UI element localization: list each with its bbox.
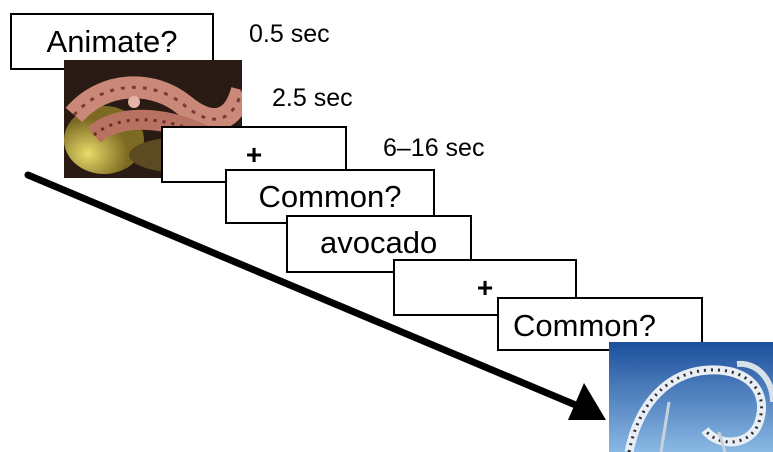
- prompt-duration-label: 0.5 sec: [249, 20, 330, 48]
- roller-coaster-photo: [609, 342, 773, 452]
- snake-photo: [64, 60, 242, 178]
- common-prompt-label-1: Common?: [258, 179, 402, 214]
- fixation-cross-2: +: [476, 271, 494, 303]
- fixation-cross-1: +: [245, 138, 263, 170]
- common-prompt-frame-1: Common?: [225, 169, 435, 224]
- fixation-duration-label: 6–16 sec: [383, 134, 485, 162]
- common-prompt-label-2: Common?: [513, 308, 656, 343]
- animate-prompt-label: Animate?: [46, 24, 178, 59]
- stimulus-duration-label: 2.5 sec: [272, 84, 353, 112]
- word-stimulus-label: avocado: [320, 225, 438, 260]
